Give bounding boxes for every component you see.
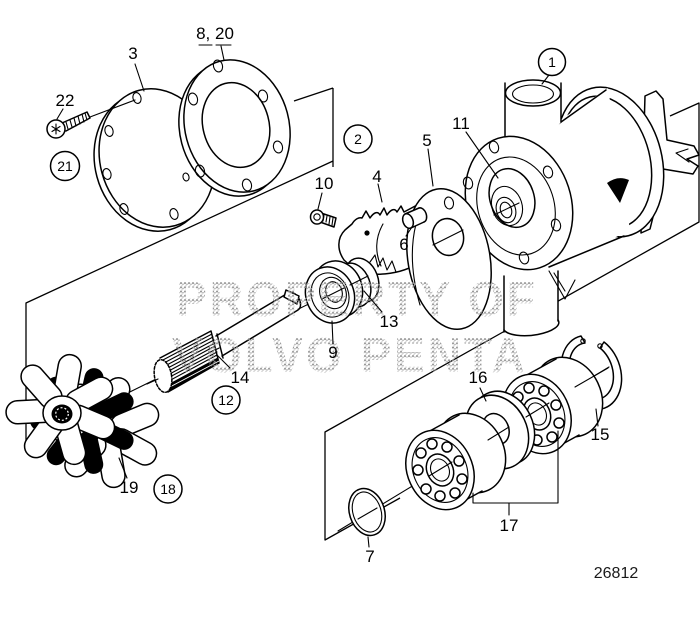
part-gasket	[178, 59, 291, 197]
bracket-17	[472, 430, 559, 516]
callout-circled-1: 1	[537, 47, 567, 77]
impeller-bore	[51, 404, 73, 424]
gasket-holes	[187, 59, 284, 192]
callout-7: 7	[365, 547, 374, 566]
callout-22: 22	[56, 91, 75, 110]
callout-circled-2: 2	[343, 124, 373, 154]
watermark-line2: VOLVO PENTA	[172, 329, 528, 384]
callout-circled-21: 21	[49, 150, 81, 182]
axis-ticks	[146, 202, 609, 520]
leader-lines	[56, 44, 599, 548]
callout-10: 10	[315, 174, 334, 193]
watermark: PROPERTY OF VOLVO PENTA	[172, 273, 538, 384]
part-pump-housing	[462, 79, 700, 337]
part-o-ring	[348, 487, 386, 537]
svg-text:2: 2	[354, 131, 362, 147]
callout-4: 4	[372, 167, 381, 186]
watermark-line1: PROPERTY OF	[176, 273, 538, 328]
callout-15: 15	[591, 425, 610, 444]
callout-11: 11	[452, 114, 470, 133]
callout-19: 19	[120, 478, 139, 497]
torx-socket	[51, 123, 61, 135]
callout-5: 5	[422, 131, 431, 150]
callout-16: 16	[469, 368, 488, 387]
callout-9: 9	[328, 343, 337, 362]
callouts: 3 8, 20 22 10 4 5 11 6 13 9 14 19 16 15 …	[49, 24, 610, 566]
part-shaft	[153, 289, 302, 394]
svg-text:12: 12	[218, 392, 234, 408]
callout-circled-12: 12	[211, 385, 241, 415]
svg-text:21: 21	[57, 158, 73, 174]
part-screw-22	[46, 99, 136, 139]
callout-circled-18: 18	[153, 474, 183, 504]
callout-14: 14	[231, 368, 250, 387]
part-impeller	[5, 353, 160, 489]
callout-6: 6	[399, 235, 408, 254]
callout-3: 3	[128, 44, 137, 63]
callout-17: 17	[500, 516, 519, 535]
drawing-number: 26812	[594, 565, 639, 582]
screw-threads	[65, 112, 88, 130]
part-pin	[401, 207, 428, 230]
callout-8-20: 8, 20	[196, 24, 234, 43]
svg-text:18: 18	[160, 481, 176, 497]
callout-13: 13	[380, 312, 399, 331]
part-screw-10	[309, 209, 337, 228]
part-wear-plate	[406, 187, 492, 331]
svg-text:1: 1	[548, 54, 556, 70]
